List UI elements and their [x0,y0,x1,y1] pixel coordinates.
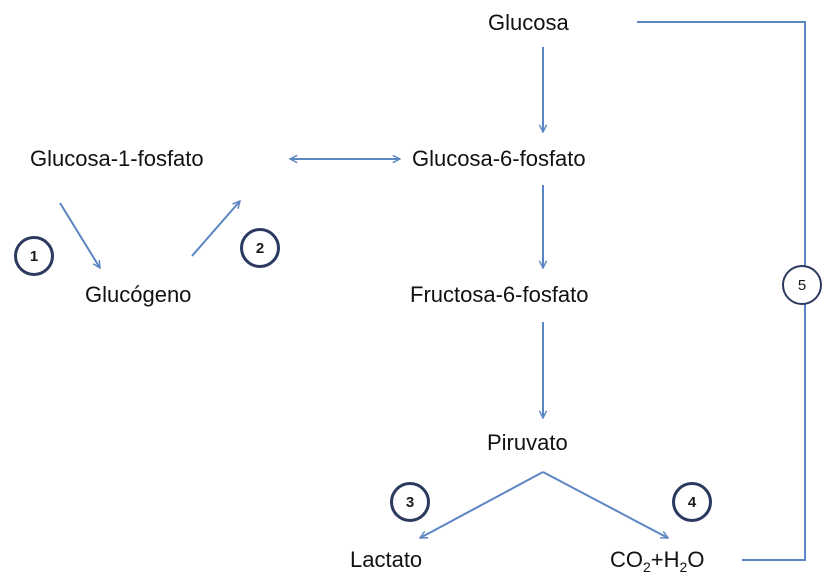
step-badge-1: 1 [14,236,54,276]
step-badge-3: 3 [390,482,430,522]
step-badge-4: 4 [672,482,712,522]
step-badge-2: 2 [240,228,280,268]
co2-h2o-part-o: O [687,547,705,572]
arrow-piruvato-to-lactato [420,471,544,539]
node-glucosa-6-fosfato: Glucosa-6-fosfato [412,146,586,171]
co2-h2o-sub-2: 2 [643,559,651,575]
node-glucogeno: Glucógeno [85,282,192,307]
node-piruvato: Piruvato [487,430,568,455]
line-glucosa-to-co2-pathway-5 [637,21,806,561]
node-glucosa: Glucosa [488,10,569,35]
arrow-piruvato-to-co2 [542,471,668,539]
node-lactato: Lactato [350,547,423,572]
arrow-glucogeno-to-g1p [191,201,240,257]
node-fructosa-6-fosfato: Fructosa-6-fosfato [410,282,589,307]
co2-h2o-sub-2b: 2 [679,559,688,575]
step-badge-5: 5 [782,265,822,305]
node-glucosa-1-fosfato: Glucosa-1-fosfato [30,146,204,171]
co2-h2o-part-co: CO [610,547,643,572]
co2-h2o-part-plus-h: +H [650,547,680,572]
node-co2-h2o: CO2+H2O [610,547,705,575]
arrow-g1p-to-glucogeno [59,202,101,268]
